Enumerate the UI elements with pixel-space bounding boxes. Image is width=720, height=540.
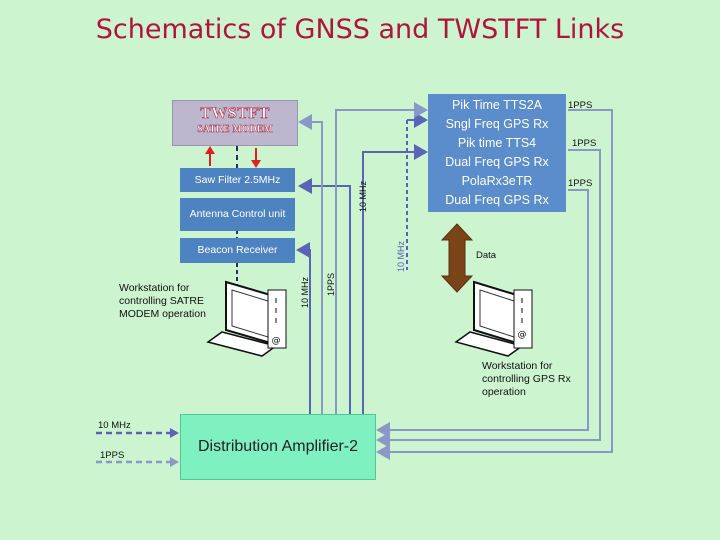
red-arrowhead-down (251, 160, 261, 168)
svg-text:@: @ (518, 330, 527, 340)
data-arrow (440, 223, 474, 293)
ten-mhz-vertical-right-label: 10 MHz (358, 180, 368, 212)
workstation-left-label: Workstation for controlling SATRE MODEM … (119, 282, 206, 320)
workstation-left-computer: @ (206, 280, 287, 357)
gps-line-3: Pik time TTS4 (457, 136, 537, 150)
twstft-subtitle: SATRE MODEM (197, 124, 273, 135)
legend-1pps-arrowhead (170, 457, 179, 467)
legend-1pps-label: 1PPS (100, 450, 125, 461)
page-title: Schematics of GNSS and TWSTFT Links (95, 14, 625, 45)
line-10mhz-saw (298, 178, 351, 414)
gps-receivers-box: Pik Time TTS2A Sngl Freq GPS Rx Pik time… (428, 94, 566, 212)
gps-line-6: Dual Freq GPS Rx (445, 193, 549, 207)
workstation-right-computer: @ (454, 280, 533, 357)
pps-vertical-label: 1PPS (326, 272, 336, 296)
line-1pps-top (335, 102, 428, 414)
twstft-satre-modem-box: TWSTFT SATRE MODEM (172, 100, 298, 146)
legend-10mhz-arrowhead (170, 428, 179, 438)
data-label: Data (476, 250, 497, 261)
ten-mhz-vertical-gps-label: 10 MHz (396, 240, 406, 272)
beacon-receiver-box: Beacon Receiver (180, 238, 295, 263)
ten-mhz-vertical-left-label: 10 MHz (300, 276, 310, 308)
twstft-title: TWSTFT (200, 105, 270, 123)
line-1pps-twstft (298, 114, 323, 414)
antenna-control-box: Antenna Control unit (180, 198, 295, 231)
line-pps-out-3 (376, 189, 589, 438)
gps-line-2: Sngl Freq GPS Rx (445, 117, 549, 131)
line-pps-out-2 (376, 149, 601, 448)
red-arrowhead-up (205, 146, 215, 154)
gps-line-4: Dual Freq GPS Rx (445, 155, 549, 169)
line-10mhz-beacon (296, 242, 311, 414)
saw-filter-box: Saw Filter 2.5MHz (180, 168, 295, 192)
line-10mhz-gps (362, 144, 428, 414)
legend-10mhz-label: 10 MHz (98, 420, 131, 431)
gps-line-1: Pik Time TTS2A (451, 98, 543, 112)
line-pps-out-1 (376, 109, 613, 460)
workstation-right-label: Workstation for controlling GPS Rx opera… (482, 360, 571, 398)
pps-label-3: 1PPS (568, 178, 593, 189)
pps-label-1: 1PPS (568, 100, 593, 111)
pps-label-2: 1PPS (572, 138, 597, 149)
distribution-amplifier-box: Distribution Amplifier-2 (180, 414, 376, 480)
svg-text:@: @ (272, 336, 281, 346)
gps-line-5: PolaRx3eTR (461, 174, 533, 188)
